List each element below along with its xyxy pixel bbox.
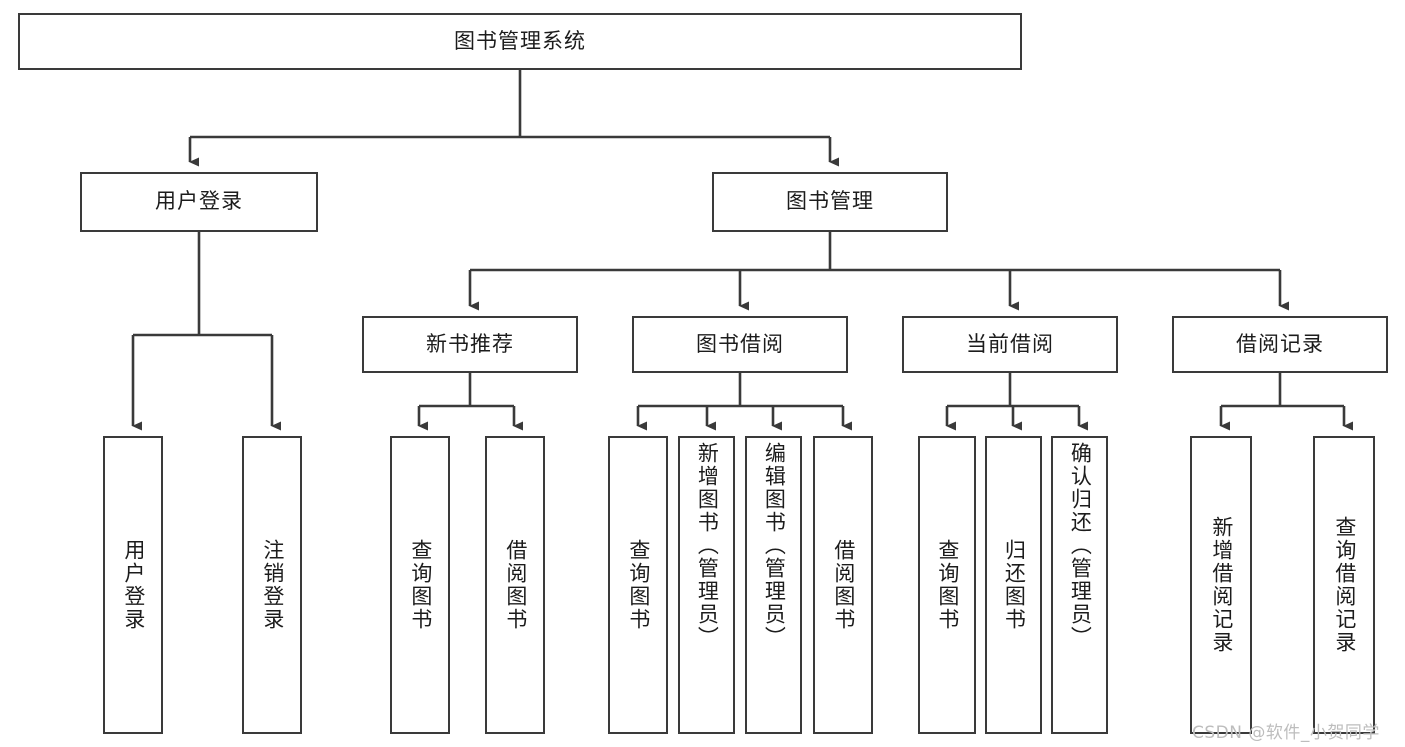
node-book-borrow[interactable]: 图书借阅	[632, 316, 848, 373]
node-label: 用户登录	[121, 539, 146, 631]
node-root[interactable]: 图书管理系统	[18, 13, 1022, 70]
node-label: 查询图书	[626, 539, 651, 631]
node-leaf-logout[interactable]: 注销登录	[242, 436, 302, 734]
node-leaf-add-borrow-record[interactable]: 新增借阅记录	[1190, 436, 1252, 734]
node-label: 借阅记录	[1236, 331, 1324, 356]
node-leaf-add-book[interactable]: 新增图书（管理员）	[678, 436, 735, 734]
node-label: 新书推荐	[426, 331, 514, 356]
node-label: 图书借阅	[696, 331, 784, 356]
node-leaf-borrow-book-recommend[interactable]: 借阅图书	[485, 436, 545, 734]
node-label: 图书管理	[786, 189, 874, 214]
node-label: 用户登录	[155, 189, 243, 214]
node-label: 归还图书	[1002, 539, 1027, 631]
watermark-csdn: CSDN @软件_小贺同学	[1192, 723, 1380, 743]
node-label: 新增借阅记录	[1209, 516, 1234, 654]
node-leaf-query-book-current[interactable]: 查询图书	[918, 436, 976, 734]
node-current-borrow[interactable]: 当前借阅	[902, 316, 1118, 373]
node-label: 注销登录	[260, 539, 285, 631]
node-label: 新增图书（管理员）	[695, 442, 720, 649]
node-label: 当前借阅	[966, 331, 1054, 356]
node-book-manage[interactable]: 图书管理	[712, 172, 948, 232]
node-leaf-query-book[interactable]: 查询图书	[608, 436, 668, 734]
node-leaf-user-login[interactable]: 用户登录	[103, 436, 163, 734]
node-leaf-query-borrow-record[interactable]: 查询借阅记录	[1313, 436, 1375, 734]
node-label: 查询图书	[935, 539, 960, 631]
node-label: 借阅图书	[831, 539, 856, 631]
node-leaf-query-book-recommend[interactable]: 查询图书	[390, 436, 450, 734]
node-user-login[interactable]: 用户登录	[80, 172, 318, 232]
node-leaf-borrow-book[interactable]: 借阅图书	[813, 436, 873, 734]
node-label: 查询图书	[408, 539, 433, 631]
node-borrow-record[interactable]: 借阅记录	[1172, 316, 1388, 373]
node-leaf-edit-book[interactable]: 编辑图书（管理员）	[745, 436, 802, 734]
node-new-book-recommend[interactable]: 新书推荐	[362, 316, 578, 373]
node-label: 编辑图书（管理员）	[762, 442, 787, 649]
node-label: 借阅图书	[503, 539, 528, 631]
node-leaf-return-book[interactable]: 归还图书	[985, 436, 1042, 734]
node-label: 图书管理系统	[454, 28, 586, 53]
node-label: 确认归还（管理员）	[1068, 442, 1093, 649]
node-label: 查询借阅记录	[1332, 516, 1357, 654]
node-leaf-confirm-return[interactable]: 确认归还（管理员）	[1051, 436, 1108, 734]
